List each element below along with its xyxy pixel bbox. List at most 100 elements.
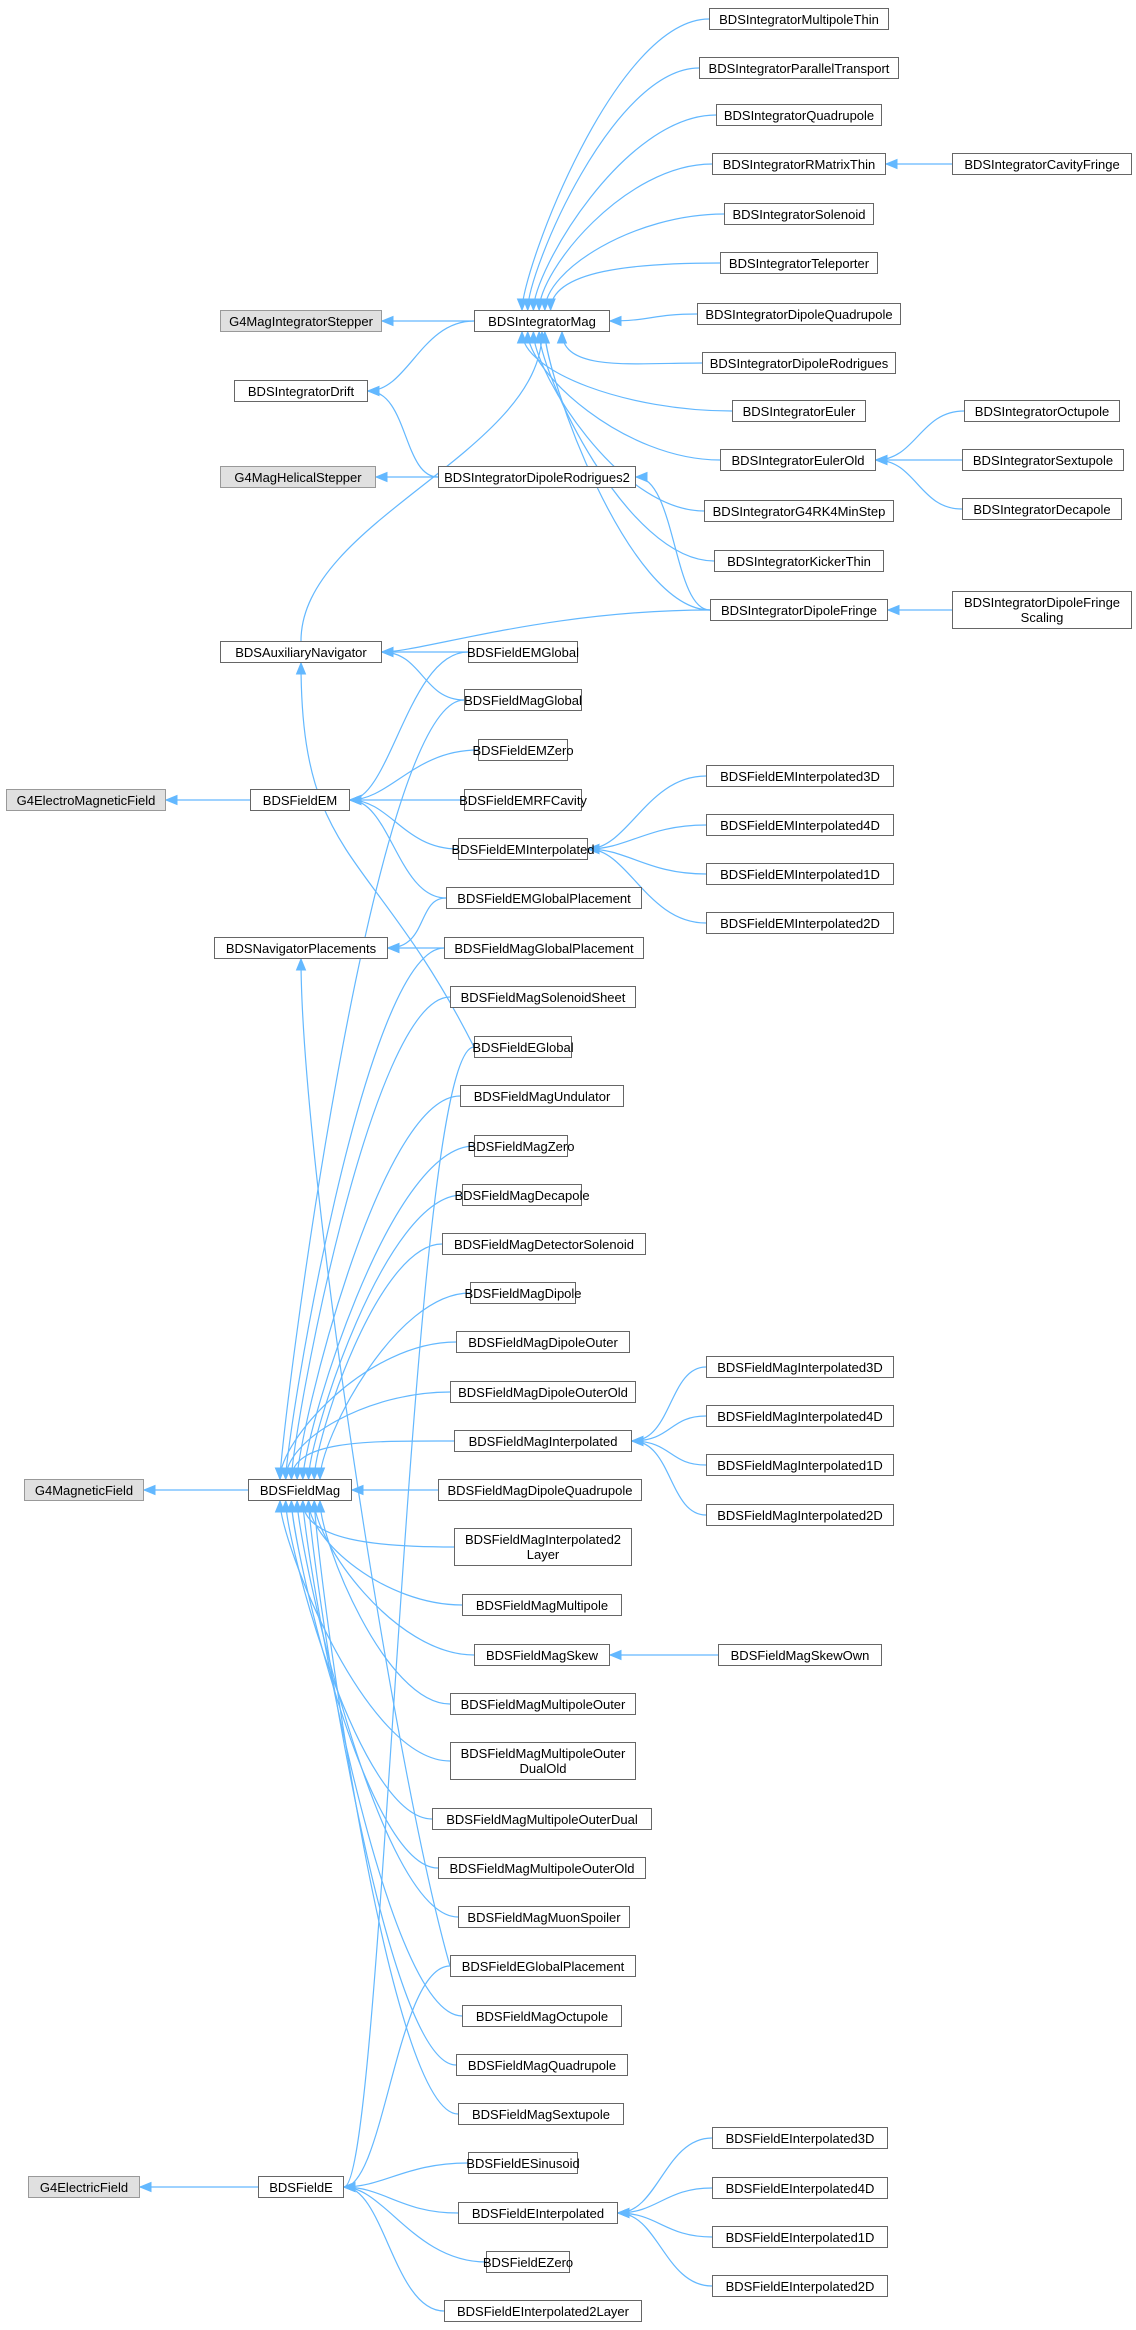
inheritance-edge (587, 824, 707, 850)
node-bds-field-mag-zero[interactable]: BDSFieldMagZero (468, 1135, 574, 1157)
node-bds-field-mag-interpolated3d[interactable]: BDSFieldMagInterpolated3D (706, 1356, 894, 1378)
node-bds-field-e-zero[interactable]: BDSFieldEZero (483, 2251, 573, 2273)
node-bds-field-em-interpolated[interactable]: BDSFieldEMInterpolated (451, 838, 595, 860)
node-bds-integrator-octupole[interactable]: BDSIntegratorOctupole (964, 400, 1120, 422)
node-bds-field-mag-octupole[interactable]: BDSFieldMagOctupole (462, 2005, 622, 2027)
node-bds-field-mag-multipole-outer-dual-old[interactable]: BDSFieldMagMultipoleOuter DualOld (450, 1742, 636, 1780)
node-bds-field-e-interpolated1d[interactable]: BDSFieldEInterpolated1D (712, 2226, 888, 2248)
node-bds-field-e-global-placement[interactable]: BDSFieldEGlobalPlacement (450, 1955, 636, 1977)
inheritance-arrowhead (138, 2181, 152, 2193)
node-bds-integrator-teleporter[interactable]: BDSIntegratorTeleporter (720, 252, 878, 274)
node-bds-field-mag-quadrupole[interactable]: BDSFieldMagQuadrupole (456, 2054, 628, 2076)
node-bds-field-mag-multipole-outer-old[interactable]: BDSFieldMagMultipoleOuterOld (438, 1857, 646, 1879)
inheritance-edge (617, 2187, 713, 2214)
node-bds-integrator-dipole-fringe-scaling[interactable]: BDSIntegratorDipoleFringe Scaling (952, 591, 1132, 629)
node-bds-field-e-interpolated2d[interactable]: BDSFieldEInterpolated2D (712, 2275, 888, 2297)
inheritance-edge (290, 1440, 455, 1480)
node-bds-field-em-interpolated3d[interactable]: BDSFieldEMInterpolated3D (706, 765, 894, 787)
node-bds-field-e-interpolated[interactable]: BDSFieldEInterpolated (458, 2202, 618, 2224)
node-bds-field-mag-skew-own[interactable]: BDSFieldMagSkewOwn (718, 1644, 882, 1666)
node-bds-field-mag-global-placement[interactable]: BDSFieldMagGlobalPlacement (444, 937, 644, 959)
node-bds-field-e-sinusoid[interactable]: BDSFieldESinusoid (466, 2152, 580, 2174)
inheritance-edge (319, 1500, 451, 1705)
node-bds-field-mag-undulator[interactable]: BDSFieldMagUndulator (460, 1085, 624, 1107)
node-bds-integrator-sextupole[interactable]: BDSIntegratorSextupole (962, 449, 1124, 471)
node-bds-field-e-interpolated3d[interactable]: BDSFieldEInterpolated3D (712, 2127, 888, 2149)
node-g4-mag-helical-stepper: G4MagHelicalStepper (220, 466, 376, 488)
node-bds-field-em[interactable]: BDSFieldEM (250, 789, 350, 811)
node-bds-integrator-parallel-transport[interactable]: BDSIntegratorParallelTransport (699, 57, 899, 79)
node-bds-integrator-quadrupole[interactable]: BDSIntegratorQuadrupole (716, 104, 882, 126)
inheritance-edge (631, 1440, 707, 1516)
node-bds-field-em-global[interactable]: BDSFieldEMGlobal (467, 641, 579, 663)
node-bds-field-mag-dipole-outer-old[interactable]: BDSFieldMagDipoleOuterOld (450, 1381, 636, 1403)
inheritance-edge (532, 331, 705, 512)
node-bds-field-e-interpolated2-layer[interactable]: BDSFieldEInterpolated2Layer (444, 2300, 642, 2322)
node-bds-integrator-dipole-rodrigues2[interactable]: BDSIntegratorDipoleRodrigues2 (438, 466, 636, 488)
node-bds-field-mag[interactable]: BDSFieldMag (248, 1479, 352, 1501)
node-bds-field-em-interpolated1d[interactable]: BDSFieldEMInterpolated1D (706, 863, 894, 885)
node-bds-field-mag-interpolated[interactable]: BDSFieldMagInterpolated (454, 1430, 632, 1452)
node-bds-field-mag-dipole-outer[interactable]: BDSFieldMagDipoleOuter (456, 1331, 630, 1353)
node-bds-integrator-dipole-quadrupole[interactable]: BDSIntegratorDipoleQuadrupole (697, 303, 901, 325)
node-bds-integrator-euler-old[interactable]: BDSIntegratorEulerOld (720, 449, 876, 471)
node-bds-field-mag-interpolated2-layer[interactable]: BDSFieldMagInterpolated2 Layer (454, 1528, 632, 1566)
inheritance-edge (527, 67, 700, 311)
node-bds-integrator-r-matrix-thin[interactable]: BDSIntegratorRMatrixThin (712, 153, 886, 175)
node-bds-field-em-zero[interactable]: BDSFieldEMZero (472, 739, 574, 761)
node-bds-integrator-cavity-fringe[interactable]: BDSIntegratorCavityFringe (952, 153, 1132, 175)
inheritance-edge (307, 1500, 463, 1606)
node-bds-integrator-dipole-rodrigues[interactable]: BDSIntegratorDipoleRodrigues (702, 352, 896, 374)
node-bds-integrator-solenoid[interactable]: BDSIntegratorSolenoid (724, 203, 874, 225)
inheritance-edge (343, 2186, 445, 2312)
inheritance-arrowhead (608, 1649, 622, 1661)
node-bds-field-mag-multipole[interactable]: BDSFieldMagMultipole (462, 1594, 622, 1616)
node-bds-integrator-mag[interactable]: BDSIntegratorMag (474, 310, 610, 332)
node-bds-field-mag-global[interactable]: BDSFieldMagGlobal (464, 689, 582, 711)
node-bds-field-mag-detector-solenoid[interactable]: BDSFieldMagDetectorSolenoid (442, 1233, 646, 1255)
inheritance-edge (609, 313, 698, 322)
node-bds-field-mag-muon-spoiler[interactable]: BDSFieldMagMuonSpoiler (458, 1906, 630, 1928)
inheritance-edge (538, 331, 715, 562)
node-bds-integrator-dipole-fringe[interactable]: BDSIntegratorDipoleFringe (710, 599, 888, 621)
inheritance-edge (527, 331, 721, 461)
node-bds-field-mag-interpolated2d[interactable]: BDSFieldMagInterpolated2D (706, 1504, 894, 1526)
inheritance-edge (302, 1500, 463, 2017)
inheritance-arrowhead (536, 330, 548, 344)
node-bds-field-e[interactable]: BDSFieldE (258, 2176, 344, 2198)
inheritance-edge (343, 1046, 475, 2188)
node-bds-integrator-g4rk4-min-step[interactable]: BDSIntegratorG4RK4MinStep (704, 500, 894, 522)
inheritance-edge (387, 897, 447, 949)
node-bds-field-em-global-placement[interactable]: BDSFieldEMGlobalPlacement (446, 887, 642, 909)
node-bds-integrator-decapole[interactable]: BDSIntegratorDecapole (962, 498, 1122, 520)
node-bds-field-mag-interpolated1d[interactable]: BDSFieldMagInterpolated1D (706, 1454, 894, 1476)
inheritance-edge (313, 1243, 443, 1480)
node-bds-field-e-interpolated4d[interactable]: BDSFieldEInterpolated4D (712, 2177, 888, 2199)
node-bds-field-emrf-cavity[interactable]: BDSFieldEMRFCavity (459, 789, 587, 811)
inheritance-arrowhead (348, 794, 362, 806)
node-bds-field-mag-multipole-outer-dual[interactable]: BDSFieldMagMultipoleOuterDual (432, 1808, 652, 1830)
node-bds-navigator-placements[interactable]: BDSNavigatorPlacements (214, 937, 388, 959)
inheritance-arrowhead (380, 646, 394, 658)
node-bds-field-mag-multipole-outer[interactable]: BDSFieldMagMultipoleOuter (450, 1693, 636, 1715)
inheritance-arrowhead (366, 385, 380, 397)
node-bds-field-mag-dipole[interactable]: BDSFieldMagDipole (464, 1282, 582, 1304)
node-bds-field-mag-skew[interactable]: BDSFieldMagSkew (474, 1644, 610, 1666)
node-bds-integrator-kicker-thin[interactable]: BDSIntegratorKickerThin (714, 550, 884, 572)
node-bds-integrator-euler[interactable]: BDSIntegratorEuler (732, 400, 866, 422)
node-bds-field-em-interpolated4d[interactable]: BDSFieldEMInterpolated4D (706, 814, 894, 836)
inheritance-arrowhead (295, 957, 307, 971)
node-bds-auxiliary-navigator[interactable]: BDSAuxiliaryNavigator (220, 641, 382, 663)
node-bds-field-mag-interpolated4d[interactable]: BDSFieldMagInterpolated4D (706, 1405, 894, 1427)
node-bds-field-mag-solenoid-sheet[interactable]: BDSFieldMagSolenoidSheet (450, 986, 636, 1008)
node-bds-integrator-drift[interactable]: BDSIntegratorDrift (234, 380, 368, 402)
node-bds-field-em-interpolated2d[interactable]: BDSFieldEMInterpolated2D (706, 912, 894, 934)
node-bds-integrator-multipole-thin[interactable]: BDSIntegratorMultipoleThin (709, 8, 889, 30)
node-bds-field-mag-sextupole[interactable]: BDSFieldMagSextupole (458, 2103, 624, 2125)
node-bds-field-mag-dipole-quadrupole[interactable]: BDSFieldMagDipoleQuadrupole (438, 1479, 642, 1501)
node-bds-field-e-global[interactable]: BDSFieldEGlobal (472, 1036, 574, 1058)
inheritance-edge (349, 799, 459, 850)
node-bds-field-mag-decapole[interactable]: BDSFieldMagDecapole (454, 1184, 590, 1206)
inheritance-arrowhead (309, 1499, 320, 1513)
